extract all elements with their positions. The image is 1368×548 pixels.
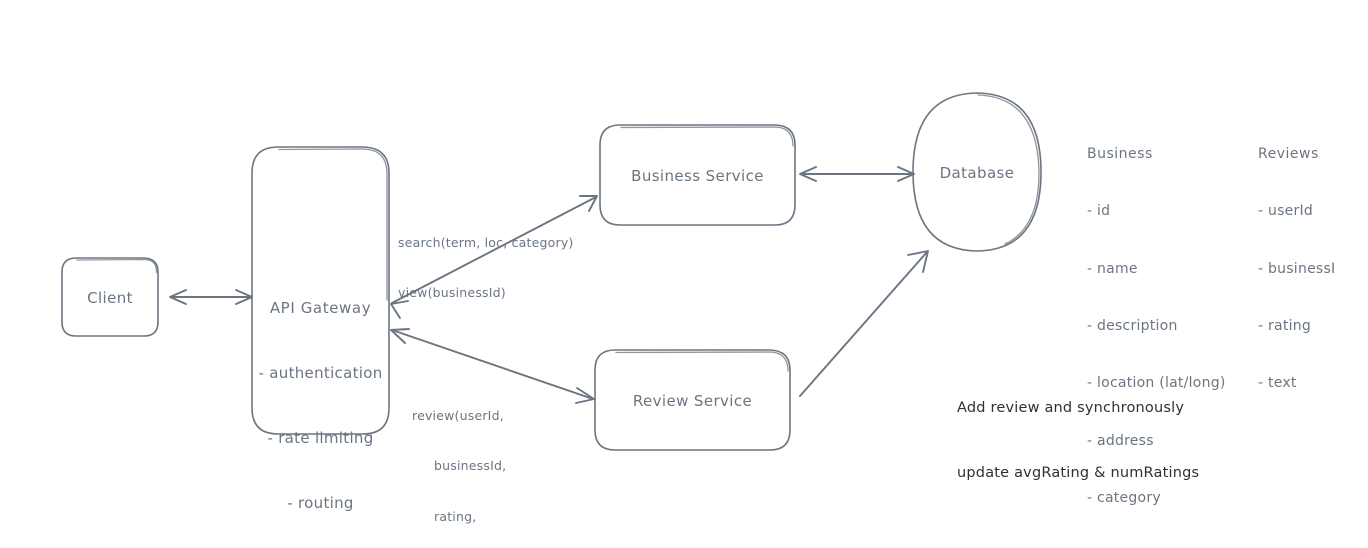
annotation-sync-update: Add review and synchronously update avgR… <box>957 354 1199 528</box>
edge-label-review-userid: review(userId, <box>412 407 504 423</box>
schema-business-field-category: - category <box>1087 489 1161 506</box>
schema-business-field-address: - address <box>1087 432 1154 449</box>
schema-reviews-field-text: - text <box>1258 375 1297 392</box>
node-database[interactable] <box>912 92 1042 252</box>
schema-business-field-id: - id <box>1087 203 1111 220</box>
edge-label-gateway-review: review(userId, businessId, rating, text?… <box>412 374 506 548</box>
schema-reviews-field-userid: - userId <box>1258 203 1314 220</box>
edge-label-search: search(term, loc, category) <box>398 234 574 250</box>
annotation-line-1: Add review and synchronously <box>957 399 1185 416</box>
edge-business-database <box>799 166 915 182</box>
edge-gateway-business <box>390 195 598 319</box>
edge-client-gateway <box>169 289 253 305</box>
schema-business-field-description: - description <box>1087 318 1178 335</box>
edge-label-view: view(businessId) <box>398 285 506 301</box>
schema-business-field-location: - location (lat/long) <box>1087 375 1226 392</box>
node-api-gateway[interactable] <box>251 146 390 435</box>
node-review-service[interactable] <box>594 349 791 451</box>
schema-reviews-field-businessid: - businessI <box>1258 260 1336 277</box>
edge-gateway-review <box>390 328 595 404</box>
edge-review-database <box>799 250 929 397</box>
node-client[interactable] <box>61 257 159 337</box>
schema-business-title: Business <box>1087 146 1153 163</box>
schema-business-field-name: - name <box>1087 260 1138 277</box>
annotation-line-2: update avgRating & numRatings <box>957 464 1200 481</box>
schema-reviews-title: Reviews <box>1258 146 1319 163</box>
edge-label-review-rating: rating, <box>434 509 477 524</box>
schema-business: Business - id - name - description - loc… <box>1087 107 1226 548</box>
edge-label-review-businessid: businessId, <box>434 458 507 474</box>
edge-label-gateway-business: search(term, loc, category) view(busines… <box>398 201 574 336</box>
schema-reviews-field-rating: - rating <box>1258 318 1311 335</box>
node-business-service[interactable] <box>599 124 796 226</box>
schema-reviews: Reviews - userId - businessI - rating - … <box>1258 107 1335 432</box>
